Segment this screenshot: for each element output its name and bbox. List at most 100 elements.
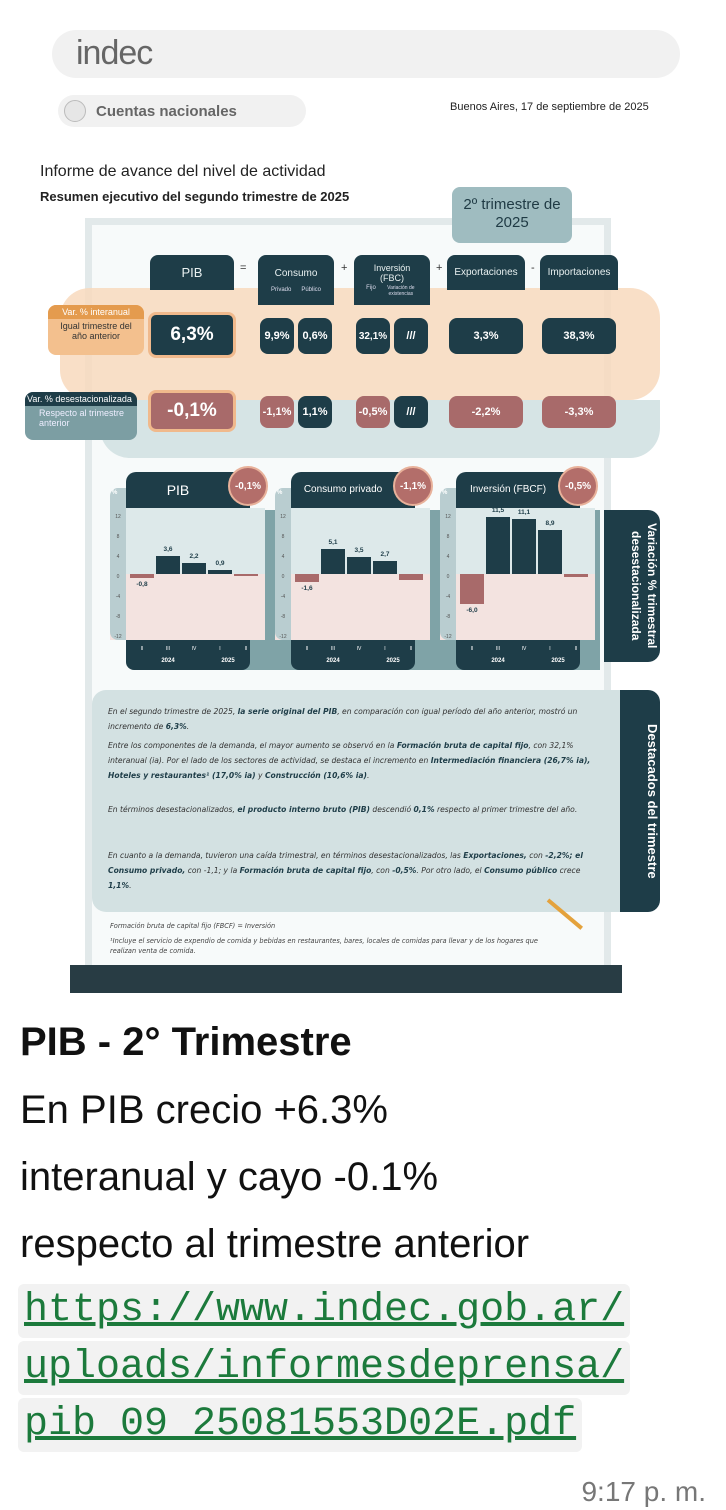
seal-icon	[64, 100, 86, 122]
chart-bar	[564, 574, 588, 577]
y-tick: 4	[116, 554, 120, 560]
indec-logo: indec	[52, 30, 680, 78]
x-year: 2024	[161, 658, 175, 664]
report-link[interactable]: uploads/informesdeprensa/	[18, 1341, 631, 1395]
x-tick: I	[384, 646, 386, 652]
chart-bar	[130, 574, 154, 578]
y-tick: 4	[281, 554, 285, 560]
y-axis-label: %	[442, 490, 448, 496]
highlight-text: Intermediación financiera (26,7% ia), Ho…	[108, 756, 591, 780]
highlight-text: .	[367, 771, 370, 780]
report-link[interactable]: https://www.indec.gob.ar/	[18, 1284, 631, 1338]
report-subtitle: Resumen ejecutivo del segundo trimestre …	[40, 189, 350, 204]
highlight-text: y	[255, 771, 265, 780]
publico-desest: 1,1%	[298, 396, 332, 428]
chart-badge: -0,5%	[558, 466, 598, 506]
highlight-text: respecto al primer trimestre del año.	[434, 805, 578, 814]
header-pib: PIB	[150, 255, 234, 290]
highlight-text: Exportaciones,	[463, 851, 527, 860]
existencias-desest: ///	[394, 396, 428, 428]
y-tick: -8	[280, 614, 286, 620]
data-label: 3,6	[163, 546, 173, 553]
fijo-desest: -0,5%	[356, 396, 390, 428]
message-title: PIB - 2° Trimestre	[20, 1020, 352, 1064]
highlight-text: el producto interno bruto (PIB)	[237, 805, 370, 814]
highlight-text: descendió	[370, 805, 414, 814]
chart-bar	[321, 548, 345, 574]
op-plus: +	[436, 262, 443, 274]
x-year: 2025	[551, 658, 565, 664]
x-tick: II	[305, 646, 309, 652]
y-tick: 4	[446, 554, 450, 560]
header-exportaciones: Exportaciones	[447, 255, 525, 290]
x-tick: II	[244, 646, 248, 652]
y-tick: 12	[445, 514, 451, 520]
x-axis-band	[126, 640, 250, 670]
y-axis-strip	[275, 488, 291, 640]
highlight-text: -2,2%; el Consumo privado,	[108, 851, 583, 875]
export-desest: -2,2%	[449, 396, 523, 428]
existencias-interanual: ///	[394, 318, 428, 354]
y-tick: 0	[281, 574, 285, 580]
chart-bar	[295, 574, 319, 582]
x-axis-band	[291, 640, 415, 670]
highlight-text: Construcción (10,6% ia)	[264, 771, 367, 780]
message-time: 9:17 p. m.	[581, 1476, 706, 1507]
data-label: 11,1	[517, 508, 531, 516]
report-date: Buenos Aires, 17 de septiembre de 2025	[450, 101, 649, 113]
highlight-text: Formación bruta de capital fijo	[239, 866, 372, 875]
data-label: 3,5	[354, 546, 364, 554]
op-plus: +	[341, 262, 348, 274]
op-equals: =	[240, 262, 247, 274]
y-tick: -4	[445, 594, 451, 600]
x-tick: II	[409, 646, 413, 652]
y-tick: -12	[279, 634, 287, 640]
data-label: 11,5	[491, 506, 505, 514]
y-tick: 0	[116, 574, 120, 580]
x-year: 2024	[326, 658, 340, 664]
data-label: 2,2	[189, 553, 199, 560]
quarter-badge: 2º trimestre de 2025	[452, 187, 572, 243]
pib-interanual: 6,3%	[148, 312, 236, 358]
y-tick: 0	[446, 574, 450, 580]
report-link[interactable]: pib_09_25081553D02E.pdf	[18, 1398, 583, 1452]
chart-bar	[156, 556, 180, 574]
import-desest: -3,3%	[542, 396, 616, 428]
highlight-text: la serie original del PIB	[237, 707, 338, 716]
x-tick: IV	[521, 646, 527, 652]
y-tick: -12	[444, 634, 452, 640]
highlight-3: En términos desestacionalizados, el prod…	[108, 802, 598, 817]
chart-bar	[538, 529, 562, 574]
data-label: 0,9	[215, 559, 225, 567]
highlight-text: con	[526, 851, 546, 860]
chart-bar	[399, 574, 423, 580]
import-interanual: 38,3%	[542, 318, 616, 354]
privado-interanual: 9,9%	[260, 318, 294, 354]
x-tick: II	[140, 646, 144, 652]
data-label: -0,8	[136, 581, 148, 588]
y-tick: 8	[281, 534, 285, 540]
chart-bar	[234, 574, 258, 576]
highlight-1: En el segundo trimestre de 2025, la seri…	[108, 704, 598, 734]
report-title: Informe de avance del nivel de actividad	[40, 163, 326, 180]
export-interanual: 3,3%	[449, 318, 523, 354]
highlight-text: 1,1%	[108, 881, 130, 890]
x-tick: II	[470, 646, 474, 652]
x-tick: III	[330, 646, 336, 652]
highlights-tab: Destacados del trimestre	[620, 690, 660, 912]
highlight-text: , con	[371, 866, 393, 875]
highlight-text: . Por otro lado, el	[416, 866, 485, 875]
bottom-bar	[70, 965, 622, 993]
y-tick: -4	[280, 594, 286, 600]
highlight-text: En términos desestacionalizados,	[108, 805, 238, 814]
x-tick: I	[219, 646, 221, 652]
chart-bar	[486, 516, 510, 574]
y-tick: 12	[280, 514, 286, 520]
chart-bar	[347, 556, 371, 574]
y-tick: 8	[116, 534, 120, 540]
message-line: interanual y cayo -0.1%	[20, 1155, 439, 1199]
chart-negative-area	[110, 574, 265, 640]
